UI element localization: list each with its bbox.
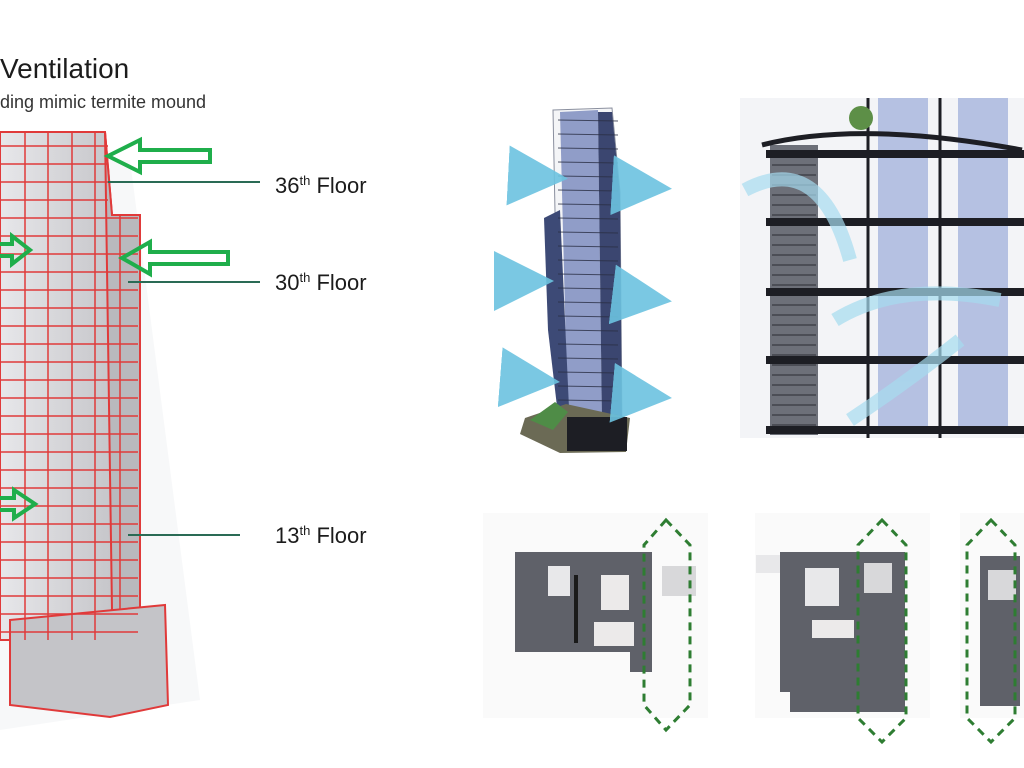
arrow-36th-icon [103,136,212,176]
tower-floor-lines [0,145,138,633]
slide-title: Ventilation [0,53,129,84]
floor-plan-1 [483,513,708,733]
floor-callouts: 36th Floor 30th Floor 13th Floor [108,173,367,548]
slide-subtitle: ding mimic termite mound [0,92,206,112]
plan-3-airflow-arrow-icon [965,517,1017,745]
arrow-side-lower-icon [0,486,39,522]
airflow-arrows-left [0,136,230,522]
arrow-30th-icon [117,238,230,278]
floor-plans [483,513,1024,745]
floor-label-36th: 36th Floor [275,173,367,198]
floor-plan-2 [755,513,930,745]
floor-plan-3 [960,513,1024,745]
tower-render [520,107,630,453]
arrow-side-upper-icon [0,231,34,269]
floor-label-30th: 30th Floor [275,270,367,295]
floor-label-13th: 13th Floor [275,523,367,548]
plan-1-airflow-arrow-icon [642,517,692,733]
plan-2-airflow-arrow-icon [856,517,908,745]
render-airflow-icons [494,145,672,423]
section-drawing [740,98,1024,438]
